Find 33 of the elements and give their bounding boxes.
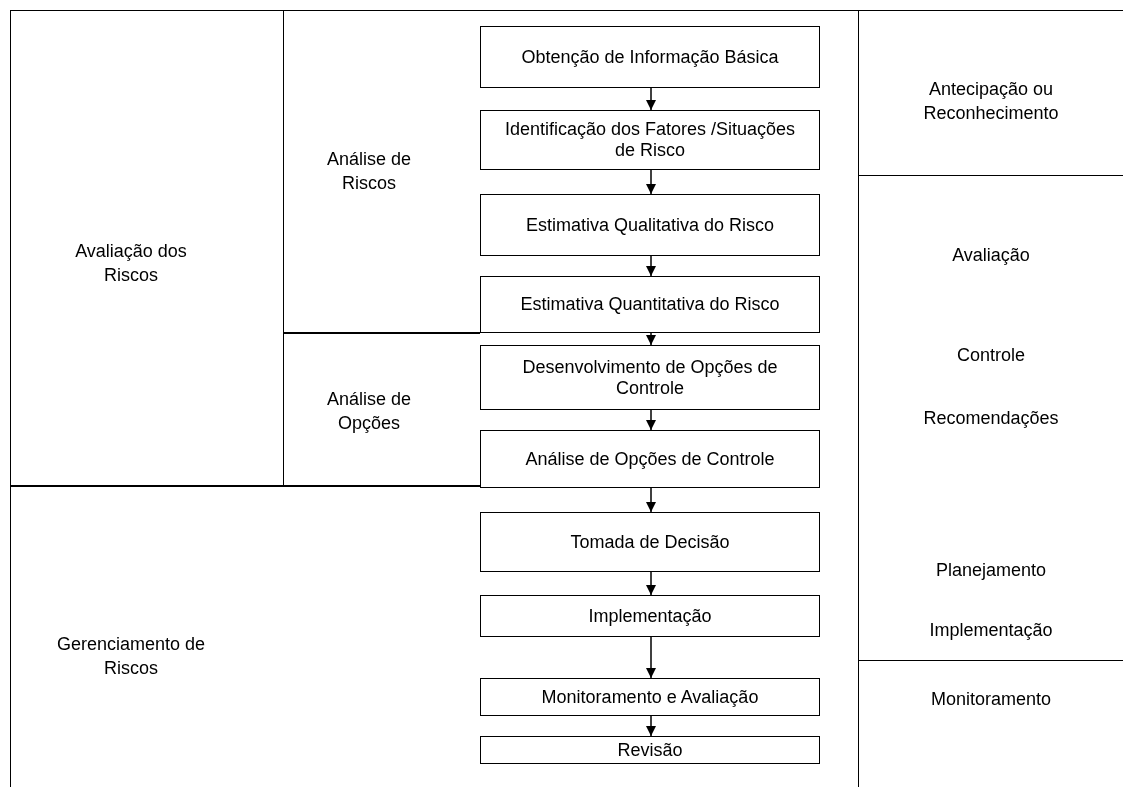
arrow bbox=[645, 636, 657, 679]
cell-label: Avaliação dos Riscos bbox=[74, 239, 188, 287]
cell-label: Antecipação ou Reconhecimento bbox=[922, 77, 1060, 125]
cell-label: Análise de Riscos bbox=[325, 147, 413, 195]
arrow bbox=[645, 409, 657, 431]
process-box: Identificação dos Fatores /Situações de Risco bbox=[480, 110, 820, 170]
process-box: Obtenção de Informação Básica bbox=[480, 26, 820, 88]
cell-label: Recomendações bbox=[922, 406, 1060, 430]
process-box: Monitoramento e Avaliação bbox=[480, 678, 820, 716]
cell-label: Análise de Opções bbox=[325, 387, 413, 435]
process-box: Estimativa Qualitativa do Risco bbox=[480, 194, 820, 256]
table-cell bbox=[858, 10, 1123, 176]
process-box: Tomada de Decisão bbox=[480, 512, 820, 572]
process-box: Revisão bbox=[480, 736, 820, 764]
arrow bbox=[645, 87, 657, 111]
arrow bbox=[645, 715, 657, 737]
process-box: Implementação bbox=[480, 595, 820, 637]
cell-label: Avaliação bbox=[951, 243, 1031, 267]
table-cell bbox=[10, 10, 283, 486]
table-cell bbox=[858, 660, 1123, 787]
process-box: Estimativa Quantitativa do Risco bbox=[480, 276, 820, 333]
process-box: Desenvolvimento de Opções de Controle bbox=[480, 345, 820, 410]
cell-label: Monitoramento bbox=[929, 687, 1053, 711]
cell-label: Controle bbox=[955, 343, 1026, 367]
arrow bbox=[645, 487, 657, 513]
arrow bbox=[645, 255, 657, 277]
arrow bbox=[645, 169, 657, 195]
cell-label: Planejamento bbox=[934, 558, 1048, 582]
cell-label: Gerenciamento de Riscos bbox=[55, 632, 207, 680]
arrow bbox=[645, 332, 657, 346]
arrow bbox=[645, 571, 657, 596]
cell-label: Implementação bbox=[928, 618, 1054, 642]
process-box: Análise de Opções de Controle bbox=[480, 430, 820, 488]
